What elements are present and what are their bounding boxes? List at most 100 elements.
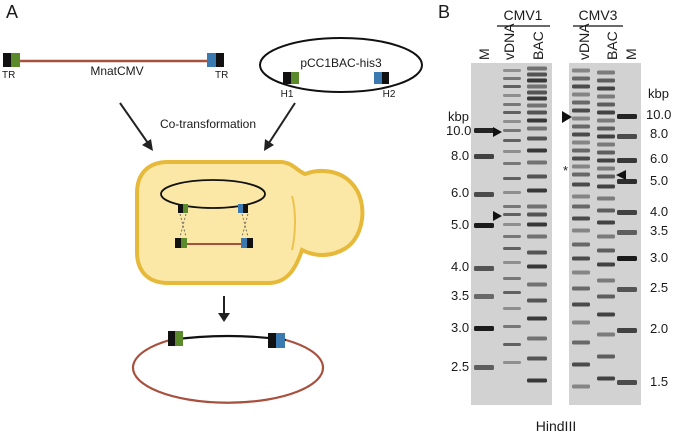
gel-band [572, 228, 590, 233]
gel-band [572, 286, 590, 291]
gel-band [503, 111, 521, 114]
gel-band [572, 204, 590, 209]
recombinant-bac [131, 331, 325, 404]
gel-band [572, 92, 590, 97]
gel-band [527, 90, 547, 95]
tr-right-label: TR [215, 70, 228, 81]
asterisk-marker: * [563, 163, 568, 178]
gel-band [503, 77, 521, 80]
gel-band [527, 316, 547, 321]
gel-band [597, 312, 615, 317]
gel-band [474, 266, 494, 271]
gel-band [617, 179, 637, 184]
gel-band [503, 213, 521, 216]
gel-band [617, 230, 637, 235]
h2-label: H2 [383, 89, 396, 100]
gel-band [617, 134, 637, 139]
panel-a-label: A [6, 2, 18, 22]
gel-band [617, 114, 637, 119]
gel-band [474, 223, 494, 228]
gel-band [527, 378, 547, 383]
gel-band [527, 118, 547, 123]
kbp-right-unit: kbp [648, 86, 669, 101]
h1-label: H1 [281, 89, 294, 100]
gel1-lane-vdna: vDNA [501, 23, 517, 60]
gel-band [617, 210, 637, 215]
gel-band [503, 162, 521, 165]
cotransformation-label: Co-transformation [160, 117, 256, 131]
gel-band [572, 132, 590, 137]
gel-band [597, 208, 615, 213]
kbp-right-1-5: 1.5 [650, 374, 668, 389]
gel-band [597, 166, 615, 171]
gel-band [572, 116, 590, 121]
gel-band [527, 160, 547, 165]
gel-band [527, 84, 547, 89]
kbp-right-10: 10.0 [646, 107, 671, 122]
kbp-right-6: 6.0 [650, 151, 668, 166]
gel-band [597, 158, 615, 163]
gel-band [503, 150, 521, 153]
gel-band [503, 69, 521, 72]
gel-band [503, 85, 521, 88]
gel-band [572, 216, 590, 221]
gel1-lane-m: M [476, 48, 492, 60]
kbp-left-8: 8.0 [451, 148, 469, 163]
gel-band [597, 234, 615, 239]
gel-band [597, 150, 615, 155]
gel-band [572, 362, 590, 367]
gel-band [474, 192, 494, 197]
size-labels-left: kbp 10.0 8.0 6.0 5.0 4.0 3.5 3.0 2.5 [446, 109, 471, 374]
size-labels-right: kbp 10.0 8.0 6.0 5.0 4.0 3.5 3.0 2.5 2.0… [646, 86, 671, 389]
gel-band [527, 136, 547, 141]
gel-band [503, 291, 521, 294]
gel-band [597, 118, 615, 123]
gel-band [572, 148, 590, 153]
gel-band [572, 84, 590, 89]
gel-band [527, 96, 547, 101]
arrowhead-cmv1-10kbp [493, 127, 502, 137]
gel-band [617, 256, 637, 261]
gel-band [503, 120, 521, 123]
kbp-right-2-5: 2.5 [650, 280, 668, 295]
gel-band [597, 86, 615, 91]
kbp-left-unit: kbp [448, 109, 469, 124]
gel-band [527, 204, 547, 209]
gel-band [597, 70, 615, 75]
kbp-right-4: 4.0 [650, 204, 668, 219]
gel-band [527, 212, 547, 217]
kbp-left-5: 5.0 [451, 217, 469, 232]
gel-band [597, 248, 615, 253]
gel-band [503, 177, 521, 180]
kbp-right-2: 2.0 [650, 321, 668, 336]
kbp-left-3-5: 3.5 [451, 288, 469, 303]
kbp-right-5: 5.0 [650, 173, 668, 188]
gel-band [597, 174, 615, 179]
kbp-right-3-5: 3.5 [650, 223, 668, 238]
kbp-right-8: 8.0 [650, 126, 668, 141]
enzyme-label: HindIII [536, 418, 576, 434]
group-cmv3-label: CMV3 [579, 7, 618, 23]
gel-band [503, 277, 521, 280]
gel-bands [474, 66, 637, 389]
gel-band [572, 340, 590, 345]
panel-b-label: B [438, 2, 450, 22]
gel-band [597, 78, 615, 83]
gel-band [527, 250, 547, 255]
gel-band [597, 376, 615, 381]
gel-band [527, 110, 547, 115]
gel-band [597, 126, 615, 131]
kbp-left-4: 4.0 [451, 259, 469, 274]
yeast-recombination-intermediates [160, 179, 266, 248]
group-cmv1-label: CMV1 [504, 7, 543, 23]
plasmid-label: pCC1BAC-his3 [300, 56, 382, 70]
gel-band [617, 380, 637, 385]
gel-band [617, 287, 637, 292]
gel-band [572, 124, 590, 129]
gel2-lane-vdna: vDNA [576, 23, 592, 60]
arrowhead-cmv3-right [616, 170, 626, 180]
gel-band [474, 326, 494, 331]
gel-band [503, 343, 521, 346]
gel-band [527, 234, 547, 239]
